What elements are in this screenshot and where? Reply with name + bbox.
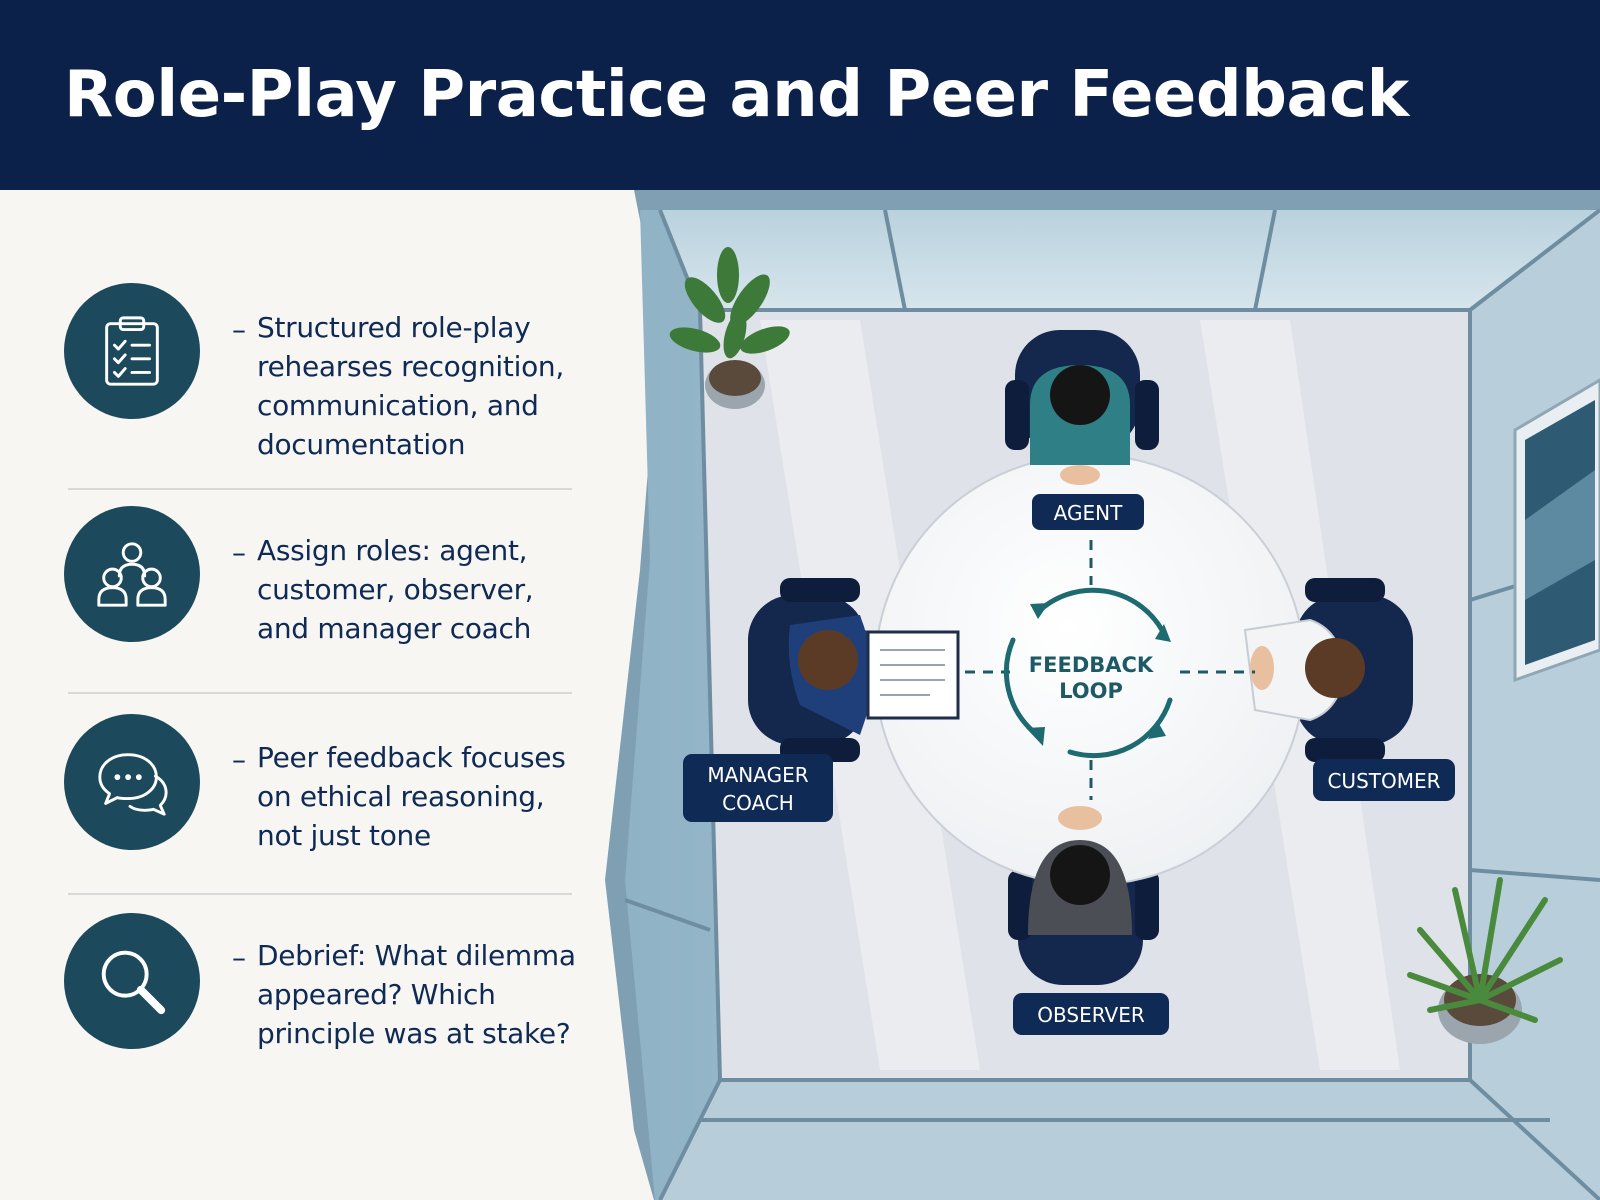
person-customer xyxy=(1243,618,1365,722)
divider xyxy=(68,488,572,490)
role-badge-observer: OBSERVER xyxy=(1013,993,1169,1035)
wall-art xyxy=(1513,378,1600,683)
feedback-loop-arrows xyxy=(1004,587,1173,759)
person-manager xyxy=(788,615,960,735)
bullet-icon-circle xyxy=(64,913,200,1049)
plant-top-left xyxy=(669,247,790,409)
bullet-text: Assign roles: agent, customer, observer,… xyxy=(257,534,534,645)
bullet-text: Structured role-play rehearses recogniti… xyxy=(257,311,564,461)
clipboard-checklist-icon xyxy=(105,316,159,386)
connector-lines xyxy=(965,540,1255,800)
chat-bubbles-icon xyxy=(98,753,168,816)
bullet-icon-circle xyxy=(64,283,200,419)
person-observer xyxy=(1028,806,1132,935)
role-label: OBSERVER xyxy=(1037,1003,1145,1027)
person-agent xyxy=(1030,365,1130,485)
bullet-dash: – xyxy=(232,536,246,569)
bullet-dash: – xyxy=(232,941,246,974)
bullet-text: Debrief: What dilemma appeared? Which pr… xyxy=(257,939,576,1050)
feedback-loop-label: FEEDBACK xyxy=(1029,653,1154,677)
role-label: AGENT xyxy=(1054,501,1123,525)
bullet-text: Peer feedback focuses on ethical reasoni… xyxy=(257,741,566,852)
role-label: COACH xyxy=(722,791,794,815)
role-badge-customer: CUSTOMER xyxy=(1313,759,1455,801)
plant-bottom-right xyxy=(1407,877,1563,1044)
feedback-loop-arrowheads xyxy=(1026,603,1171,746)
feedback-loop-label: LOOP xyxy=(1059,679,1123,703)
role-label: MANAGER xyxy=(707,763,808,787)
group-people-icon xyxy=(97,542,167,607)
bullet-icon-circle xyxy=(64,714,200,850)
bullet-icon-circle xyxy=(64,506,200,642)
divider xyxy=(68,692,572,694)
role-label: CUSTOMER xyxy=(1327,769,1440,793)
bullet-dash: – xyxy=(232,313,246,346)
page-title: Role-Play Practice and Peer Feedback xyxy=(64,58,1409,132)
divider xyxy=(68,893,572,895)
bullet-dash: – xyxy=(232,743,246,776)
role-badge-agent: AGENT xyxy=(1032,494,1144,530)
magnifying-glass-icon xyxy=(101,950,166,1015)
role-badge-manager-coach: MANAGER COACH xyxy=(683,754,833,822)
header-banner: Role-Play Practice and Peer Feedback xyxy=(0,0,1600,190)
